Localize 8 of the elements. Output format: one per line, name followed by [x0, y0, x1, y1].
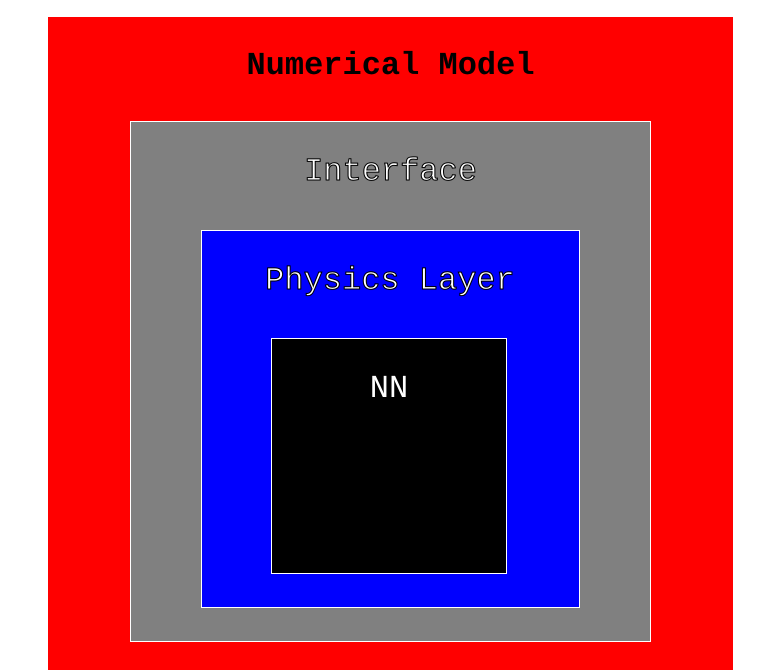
physics-layer-panel [200, 230, 580, 608]
nn-panel [271, 338, 507, 574]
panel-label: NN [368, 373, 410, 405]
model-panel [48, 17, 733, 670]
interface-panel [130, 121, 651, 642]
panel-title: Numerical Model [245, 50, 536, 82]
panel-label: Physics Layer [264, 264, 516, 296]
panel-label: Interface [303, 156, 478, 188]
